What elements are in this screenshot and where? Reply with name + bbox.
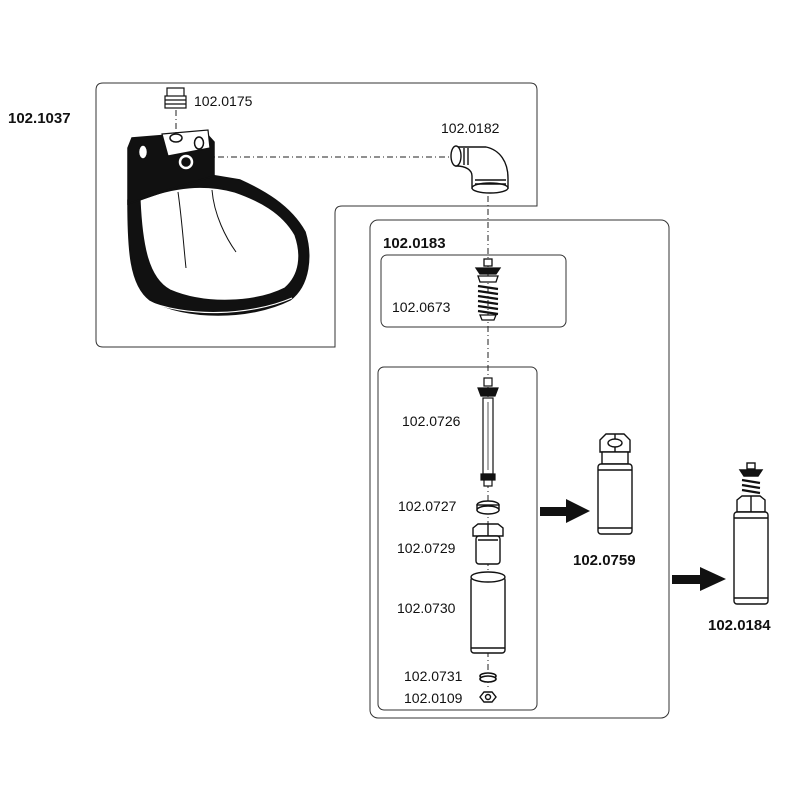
pin-part-number: 102.0726 <box>402 413 461 429</box>
pin-part <box>477 377 499 487</box>
hex-nut-part-number: 102.0109 <box>404 690 463 706</box>
spring-part <box>474 258 502 321</box>
assembly-arrow-2 <box>672 567 726 591</box>
bowl-part-number: 102.1037 <box>8 110 71 127</box>
sleeve-part-number: 102.0730 <box>397 600 456 616</box>
sub-assembly-number: 102.0759 <box>573 552 636 569</box>
nut-part <box>472 523 504 565</box>
complete-valve-part <box>733 462 769 605</box>
washer-part-number: 102.0727 <box>398 498 457 514</box>
plug-part-number: 102.0175 <box>194 93 253 109</box>
sleeve-part <box>470 571 506 654</box>
pin-group-frame <box>377 366 538 711</box>
ring-part-number: 102.0731 <box>404 668 463 684</box>
spring-group-frame <box>380 254 567 328</box>
ring-part <box>479 672 497 683</box>
plug-part <box>164 87 187 109</box>
drinking-bowl <box>127 129 310 316</box>
elbow-part <box>450 145 509 194</box>
nut-part-number: 102.0729 <box>397 540 456 556</box>
valve-assembly-frame <box>369 219 670 719</box>
hex-nut-part <box>479 691 497 703</box>
sub-assembly-part <box>597 433 633 535</box>
washer-part <box>476 500 500 515</box>
elbow-part-number: 102.0182 <box>441 120 500 136</box>
bowl-group-frame <box>95 82 538 348</box>
valve-assembly-number: 102.0183 <box>383 235 446 252</box>
assembly-arrow-1 <box>540 499 590 523</box>
complete-valve-number: 102.0184 <box>708 617 771 634</box>
spring-part-number: 102.0673 <box>392 299 451 315</box>
